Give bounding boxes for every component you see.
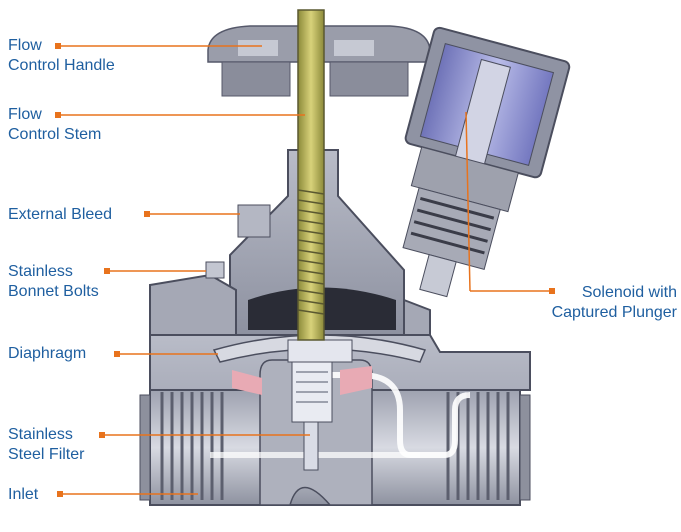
label-stainless-bonnet-bolts: Stainless Bonnet Bolts <box>8 263 99 300</box>
label-solenoid: Solenoid with Captured Plunger <box>551 284 677 321</box>
bonnet <box>149 149 431 341</box>
flow-control-handle <box>207 25 431 97</box>
label-stainless-steel-filter: Stainless Steel Filter <box>8 426 85 463</box>
label-external-bleed: External Bleed <box>8 206 113 223</box>
solenoid <box>402 26 571 298</box>
leader-lines <box>55 43 555 497</box>
label-diaphragm: Diaphragm <box>8 345 87 362</box>
stainless-steel-filter <box>291 361 333 471</box>
flow-control-stem <box>297 9 325 341</box>
label-inlet: Inlet <box>8 486 39 503</box>
label-flow-control-stem: Flow Control Stem <box>8 106 102 143</box>
label-flow-control-handle: Flow Control Handle <box>8 37 115 74</box>
diaphragm <box>212 334 427 395</box>
